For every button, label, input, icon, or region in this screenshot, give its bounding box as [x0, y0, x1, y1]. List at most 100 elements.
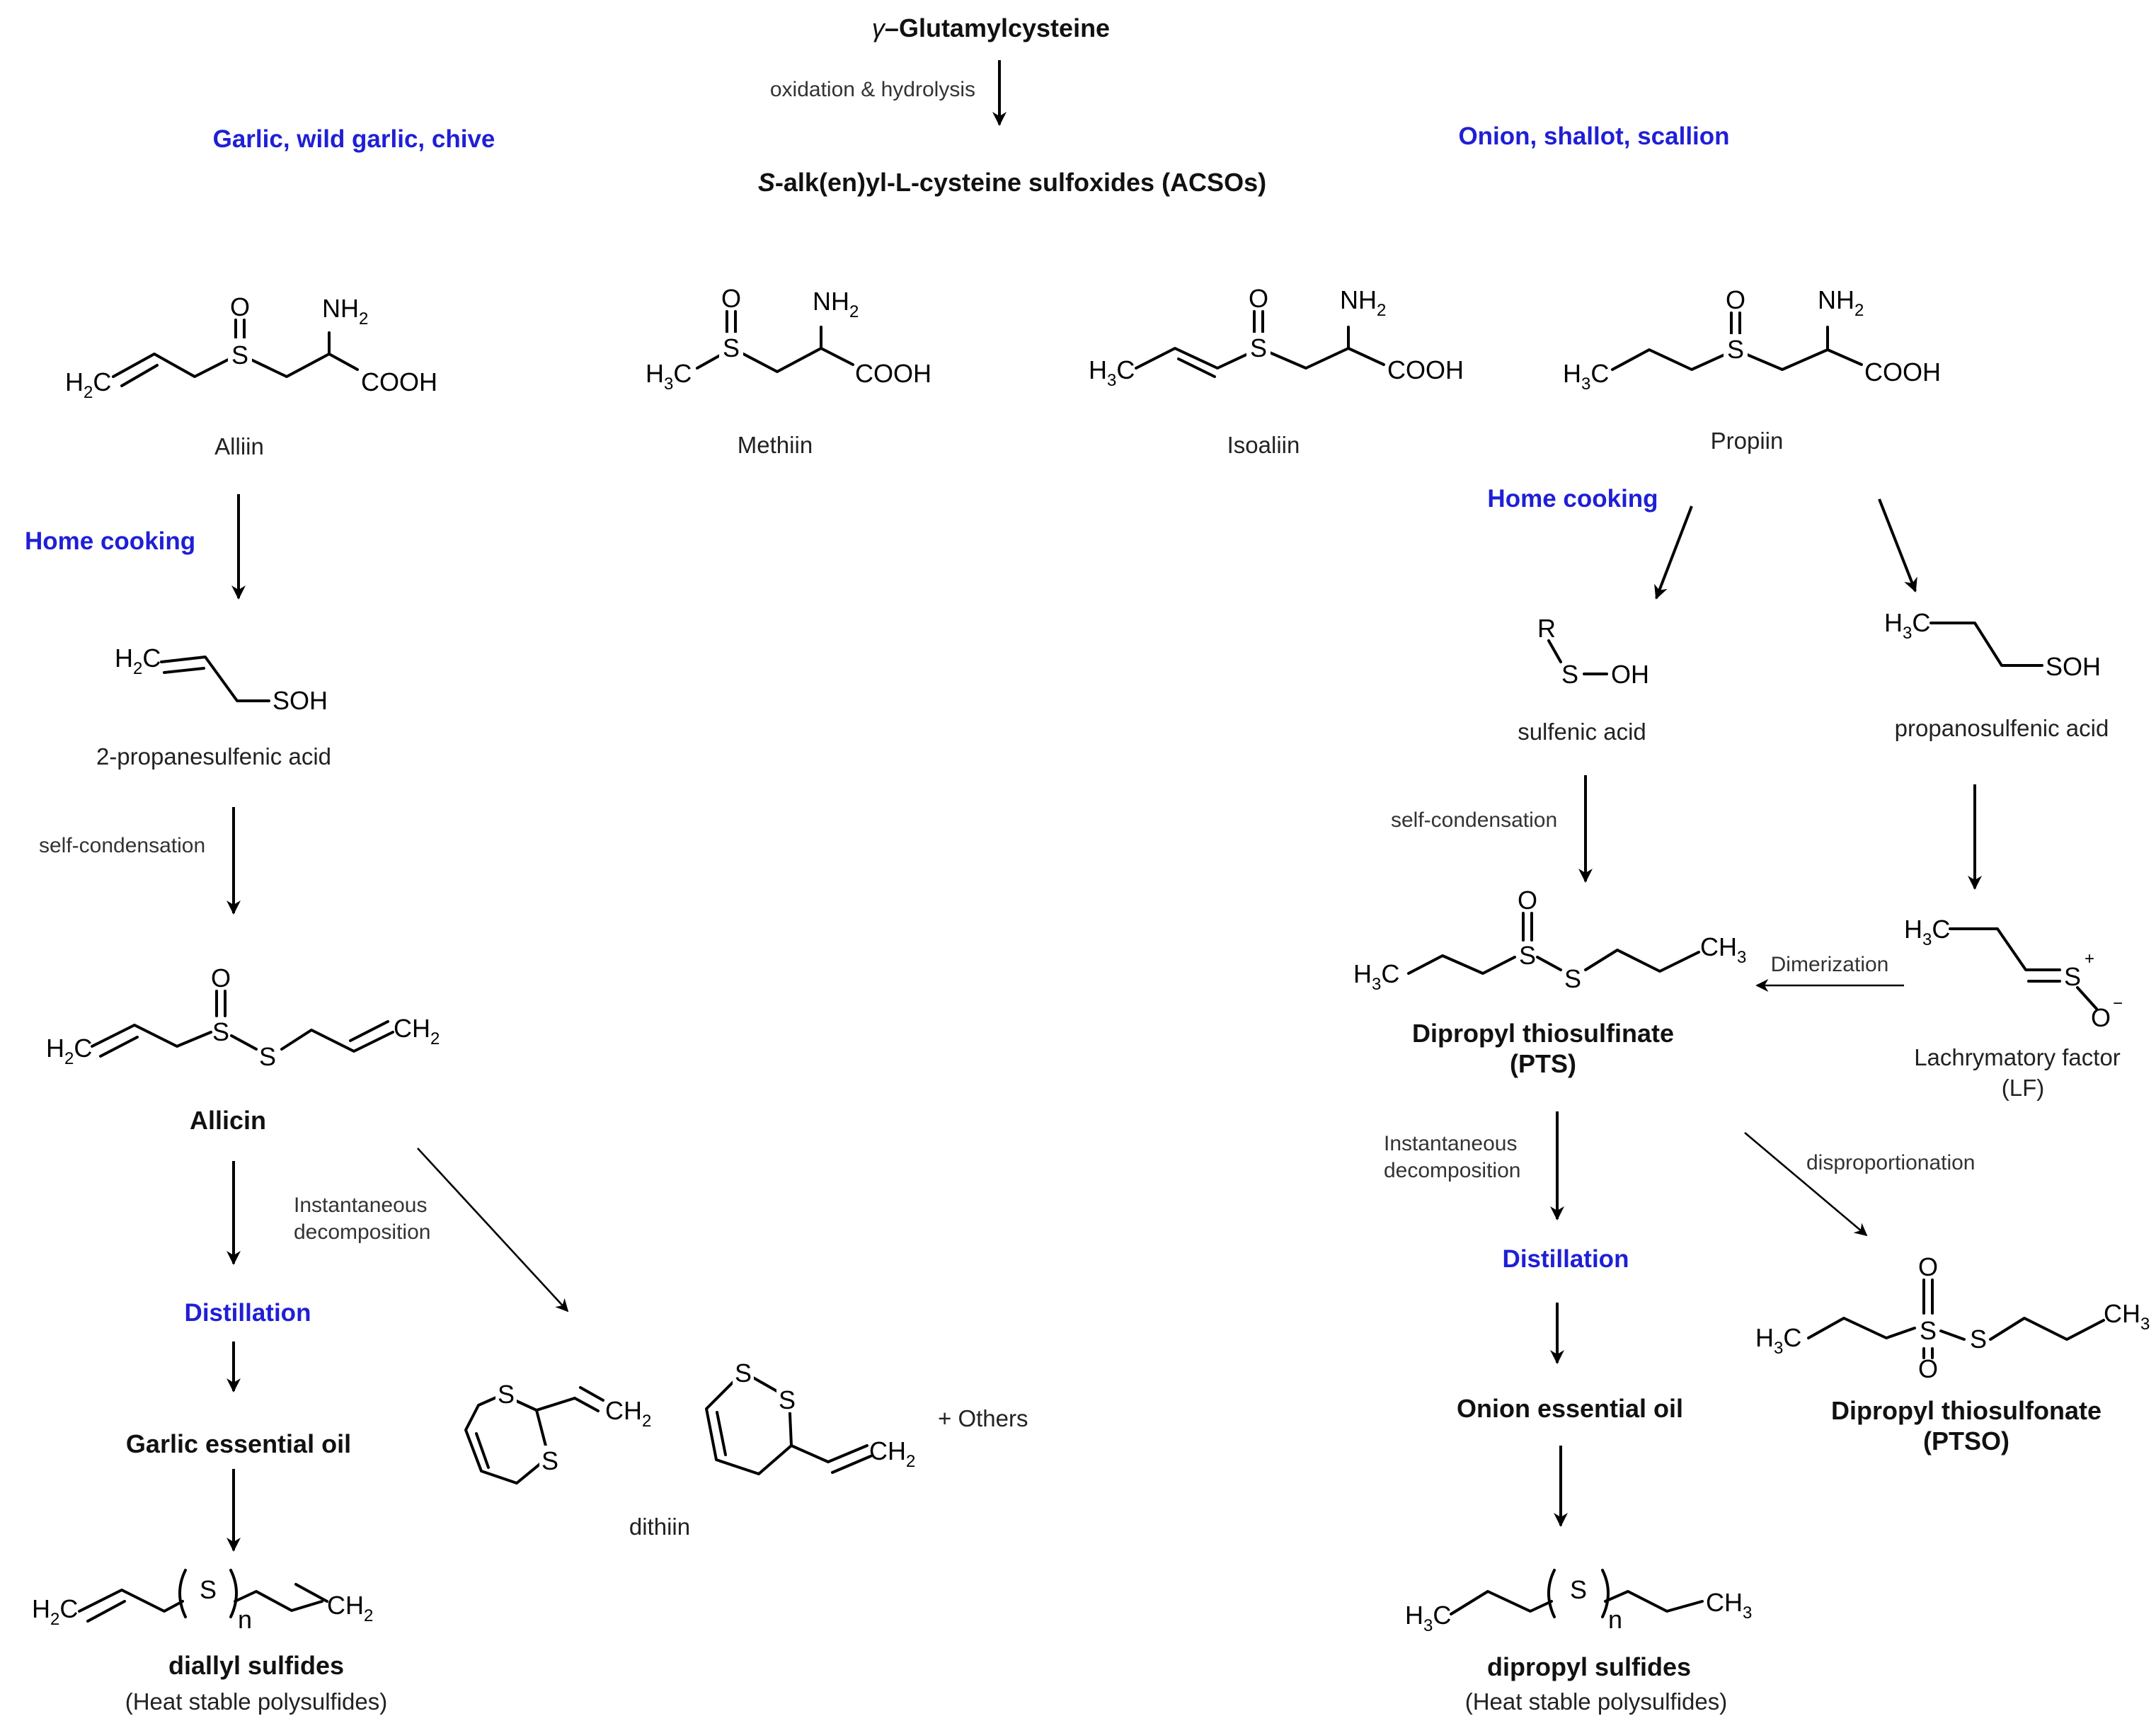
- svg-text:NH2: NH2: [813, 287, 859, 321]
- instantaneous-right-2: decomposition: [1384, 1159, 1520, 1182]
- svg-text:O: O: [1918, 1354, 1938, 1383]
- dimerization-label: Dimerization: [1771, 953, 1889, 976]
- svg-text:S: S: [200, 1575, 217, 1604]
- svg-text:H3C: H3C: [1755, 1323, 1801, 1358]
- svg-text:H3C: H3C: [1405, 1601, 1451, 1635]
- dipropyl-label: dipropyl sulfides: [1487, 1652, 1691, 1681]
- allicin-label: Allicin: [190, 1106, 266, 1135]
- svg-text:O: O: [211, 963, 231, 993]
- diallyl-label: diallyl sulfides: [168, 1651, 344, 1680]
- svg-text:H2C: H2C: [65, 367, 111, 402]
- svg-text:S: S: [231, 341, 248, 370]
- svg-text:CH3: CH3: [1706, 1588, 1752, 1623]
- svg-text:CH2: CH2: [394, 1014, 440, 1048]
- svg-text:S: S: [735, 1359, 752, 1388]
- propanosulfenic-structure: H3C SOH: [1884, 608, 2101, 681]
- svg-text:S: S: [1970, 1325, 1987, 1354]
- svg-text:S: S: [498, 1380, 515, 1409]
- garlic-oil-label: Garlic essential oil: [126, 1429, 351, 1458]
- ptso-label-2: (PTSO): [1923, 1426, 2009, 1455]
- instantaneous-right-1: Instantaneous: [1384, 1132, 1517, 1155]
- propanesulfenic-structure: H2C SOH: [115, 644, 328, 715]
- svg-text:n: n: [1608, 1605, 1622, 1634]
- propiin-label: Propiin: [1711, 428, 1784, 454]
- svg-text:NH2: NH2: [1340, 285, 1386, 320]
- dipropyl-sulfide-structure: S n H3C CH3: [1405, 1569, 1752, 1635]
- svg-text:CH3: CH3: [2104, 1299, 2150, 1334]
- methiin-structure: S O NH2 COOH H3C: [646, 284, 931, 394]
- svg-text:OH: OH: [1611, 660, 1649, 689]
- svg-text:H2C: H2C: [46, 1034, 92, 1068]
- svg-text:+: +: [2085, 949, 2094, 968]
- svg-text:S: S: [212, 1017, 229, 1046]
- alliin-label: Alliin: [214, 433, 264, 459]
- dipropyl-note: (Heat stable polysulfides): [1465, 1688, 1728, 1715]
- svg-text:O: O: [1518, 886, 1537, 915]
- svg-text:COOH: COOH: [1864, 358, 1941, 387]
- svg-text:R: R: [1537, 614, 1556, 643]
- svg-text:S: S: [259, 1042, 276, 1071]
- sulfenic-acid-label: sulfenic acid: [1518, 719, 1646, 745]
- svg-text:O: O: [721, 284, 741, 313]
- svg-text:CH2: CH2: [869, 1436, 915, 1471]
- svg-text:O: O: [1726, 285, 1745, 314]
- propanesulfenic-label: 2-propanesulfenic acid: [96, 743, 331, 770]
- pts-label-1: Dipropyl thiosulfinate: [1412, 1019, 1674, 1048]
- home-cooking-left: Home cooking: [25, 527, 195, 555]
- diallyl-note: (Heat stable polysulfides): [125, 1688, 388, 1715]
- svg-text:SOH: SOH: [2046, 652, 2101, 681]
- precursor-title: γ–Glutamylcysteine: [872, 13, 1110, 42]
- instantaneous-left-2: decomposition: [294, 1220, 430, 1244]
- sulfenic-acid-structure: R S OH: [1537, 614, 1649, 689]
- methiin-label: Methiin: [738, 432, 813, 458]
- allicin-structure: S O S H2C CH2: [46, 963, 440, 1071]
- svg-text:NH2: NH2: [1818, 285, 1864, 320]
- svg-text:CH2: CH2: [605, 1396, 651, 1431]
- onion-oil-label: Onion essential oil: [1457, 1394, 1683, 1423]
- self-condensation-left: self-condensation: [39, 834, 205, 857]
- distillation-left: Distillation: [185, 1299, 311, 1327]
- dithiin-label: dithiin: [629, 1514, 690, 1540]
- arrow-propiin-sulfenic: [1654, 505, 1693, 600]
- svg-text:O: O: [2091, 1003, 2111, 1032]
- ptso-label-1: Dipropyl thiosulfonate: [1831, 1396, 2101, 1425]
- dithiin-structure-2: S S CH2: [705, 1358, 915, 1475]
- arrow-allicin-dithiin: [417, 1148, 569, 1312]
- group-onion: Onion, shallot, scallion: [1458, 122, 1729, 150]
- pts-structure: S O S H3C CH3: [1353, 886, 1746, 994]
- home-cooking-right: Home cooking: [1487, 485, 1658, 513]
- svg-text:H3C: H3C: [1884, 608, 1930, 643]
- svg-text:S: S: [779, 1385, 796, 1414]
- instantaneous-left-1: Instantaneous: [294, 1194, 427, 1217]
- svg-text:S: S: [1564, 964, 1581, 993]
- arrow-pts-ptso: [1744, 1132, 1868, 1237]
- others-label: + Others: [938, 1405, 1028, 1431]
- svg-text:S: S: [1561, 660, 1578, 689]
- self-condensation-right: self-condensation: [1391, 808, 1557, 832]
- svg-text:S: S: [541, 1446, 558, 1475]
- svg-text:COOH: COOH: [855, 359, 931, 388]
- svg-text:S: S: [1920, 1316, 1937, 1345]
- distillation-right: Distillation: [1503, 1245, 1629, 1273]
- svg-text:S: S: [2064, 962, 2081, 991]
- svg-text:S: S: [723, 333, 740, 362]
- oxidation-hydrolysis-label: oxidation & hydrolysis: [770, 78, 975, 101]
- lf-structure: H3C S + O −: [1904, 915, 2123, 1032]
- svg-text:H3C: H3C: [1089, 355, 1135, 390]
- isoaliin-label: Isoaliin: [1227, 432, 1300, 458]
- acsos-title: S-alk(en)yl-L-cysteine sulfoxides (ACSOs…: [758, 168, 1266, 197]
- svg-text:−: −: [2113, 994, 2123, 1013]
- svg-text:COOH: COOH: [1387, 355, 1464, 384]
- pts-label-2: (PTS): [1510, 1049, 1576, 1078]
- group-garlic: Garlic, wild garlic, chive: [213, 125, 495, 153]
- arrow-propiin-propanosulfenic: [1878, 498, 1917, 593]
- svg-text:O: O: [230, 292, 250, 321]
- dithiin-structure-1: S S CH2: [464, 1379, 651, 1485]
- isoaliin-structure: S O NH2 COOH H3C: [1089, 284, 1464, 390]
- svg-text:H3C: H3C: [1563, 359, 1609, 394]
- lf-label-1: Lachrymatory factor: [1914, 1044, 2121, 1070]
- lf-label-2: (LF): [2002, 1075, 2045, 1101]
- alliin-structure: S O NH2 COOH H2C: [65, 292, 437, 402]
- svg-text:H3C: H3C: [646, 359, 692, 394]
